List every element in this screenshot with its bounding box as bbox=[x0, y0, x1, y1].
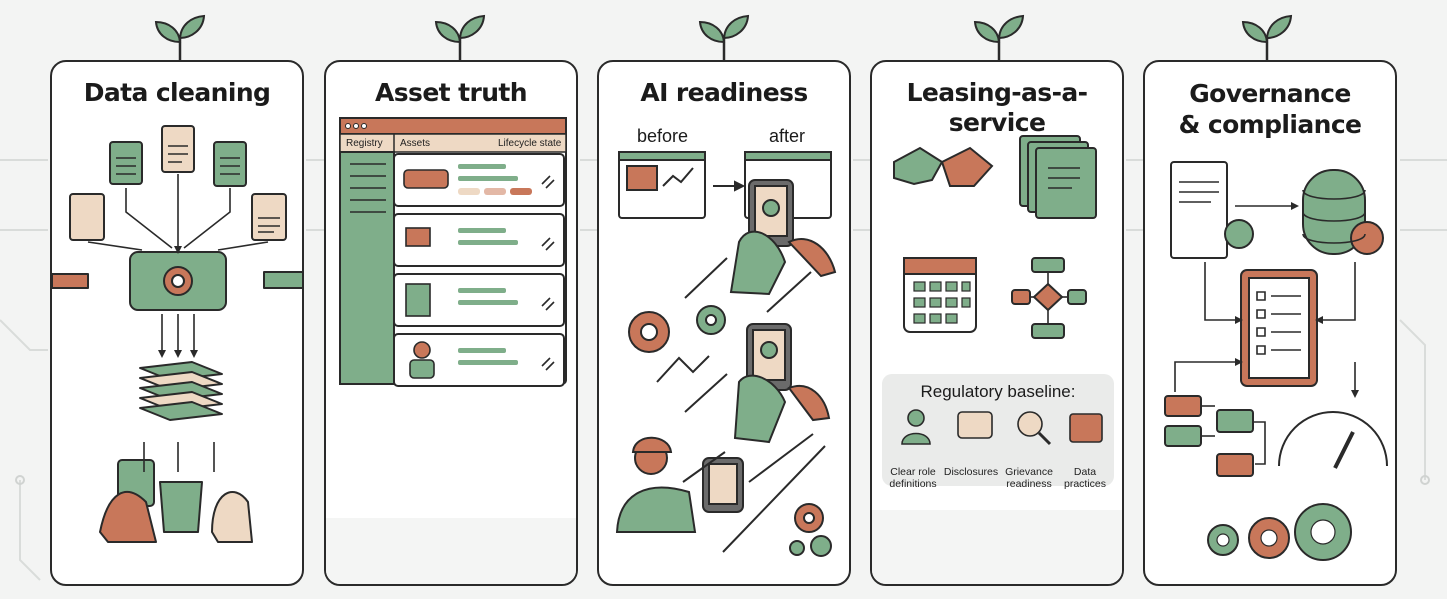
gear-icon bbox=[810, 535, 832, 557]
document-icon bbox=[213, 141, 247, 187]
table-header bbox=[339, 133, 567, 153]
car-icon bbox=[403, 169, 449, 189]
sprout-icon bbox=[698, 14, 750, 60]
panel-leasing-as-a-service: Leasing-as-a-service Regulatory baseline… bbox=[870, 60, 1124, 586]
download-icon bbox=[1350, 221, 1384, 255]
flowchart-icon bbox=[1031, 257, 1065, 273]
panel-title: Governance & compliance bbox=[1178, 79, 1362, 139]
tractor-icon bbox=[405, 227, 431, 247]
pie-report-icon bbox=[69, 193, 105, 241]
robot-hand-icon bbox=[211, 491, 253, 543]
panel-footer-band bbox=[872, 510, 1122, 584]
panel-ai-readiness: AI readiness before after bbox=[597, 60, 851, 586]
invoice-icon bbox=[161, 125, 195, 173]
registry-column-header: Registry bbox=[346, 138, 383, 149]
robot-hand-icon bbox=[159, 481, 203, 533]
person-icon bbox=[907, 409, 925, 427]
panel-title: Leasing-as-a-service bbox=[906, 78, 1088, 137]
panel-asset-truth: Asset truth Registry Assets Lifecycle st… bbox=[324, 60, 578, 586]
chat-bubble-icon bbox=[1164, 425, 1202, 447]
gear-icon bbox=[789, 540, 805, 556]
hand-icon bbox=[787, 237, 837, 278]
hand-icon bbox=[787, 385, 831, 422]
link-icon bbox=[541, 357, 555, 371]
assets-column-header: Assets bbox=[400, 138, 431, 149]
panel-title: Asset truth bbox=[375, 78, 528, 107]
panel-title: AI readiness bbox=[640, 78, 808, 107]
handshake-icon bbox=[893, 146, 944, 186]
baseline-icons bbox=[901, 409, 1103, 446]
signed-document-icon bbox=[1170, 161, 1228, 259]
check-icon bbox=[1224, 219, 1254, 249]
asset-row-worker bbox=[393, 333, 565, 387]
panel-footer-band bbox=[326, 518, 576, 584]
data-cleaning-illustration bbox=[52, 125, 302, 543]
leasing-illustration bbox=[872, 135, 1122, 584]
link-icon bbox=[541, 237, 555, 251]
bill-icon bbox=[251, 193, 287, 241]
gauge-icon bbox=[1278, 411, 1388, 467]
sprout-icon bbox=[973, 14, 1025, 60]
link-icon bbox=[541, 297, 555, 311]
hand-icon bbox=[729, 230, 787, 296]
regulatory-baseline-title: Regulatory baseline: bbox=[920, 382, 1076, 401]
sprout-icon bbox=[1241, 14, 1293, 60]
before-label: before bbox=[637, 126, 689, 146]
baseline-item-data-practices: Data practices bbox=[1063, 466, 1106, 490]
baseline-item-grievance: Grievance readiness bbox=[1005, 466, 1053, 490]
robot-hand-icon bbox=[263, 271, 302, 289]
building-icon bbox=[405, 283, 431, 317]
hand-icon bbox=[733, 374, 787, 444]
worker-icon bbox=[413, 341, 431, 359]
lock-folder-icon bbox=[1069, 413, 1103, 443]
link-icon bbox=[541, 175, 555, 189]
human-hand-icon bbox=[52, 273, 89, 289]
chat-bubble-icon bbox=[1216, 453, 1254, 477]
chat-bubble-icon bbox=[1164, 395, 1202, 417]
panel-governance-compliance: Governance & compliance bbox=[1143, 60, 1397, 586]
chat-bubble-icon bbox=[1216, 409, 1254, 433]
regulatory-baseline-box: Regulatory baseline: Clear role definiti… bbox=[882, 374, 1114, 490]
sprout-icon bbox=[434, 14, 486, 60]
asset-registry-illustration bbox=[326, 117, 576, 584]
registry-sidebar bbox=[339, 151, 395, 385]
baseline-item-disclosures: Disclosures bbox=[943, 466, 999, 478]
chat-icon bbox=[957, 411, 993, 439]
asset-row-car bbox=[393, 153, 565, 207]
magnifier-icon bbox=[1017, 411, 1043, 437]
lifecycle-column-header: Lifecycle state bbox=[498, 138, 562, 149]
sprout-icon bbox=[154, 14, 206, 60]
asset-row-building bbox=[393, 273, 565, 327]
panel-title: Data cleaning bbox=[83, 78, 271, 107]
window-titlebar bbox=[339, 117, 567, 135]
governance-illustration bbox=[1164, 161, 1388, 561]
ai-readiness-illustration bbox=[615, 151, 837, 557]
spreadsheet-icon bbox=[109, 141, 143, 185]
baseline-item-roles: Clear role definitions bbox=[889, 466, 937, 490]
worker-body bbox=[615, 486, 697, 533]
asset-row-tractor bbox=[393, 213, 565, 267]
human-hand-icon bbox=[99, 491, 157, 543]
panel-data-cleaning: Data cleaning bbox=[50, 60, 304, 586]
after-label: after bbox=[769, 126, 806, 146]
